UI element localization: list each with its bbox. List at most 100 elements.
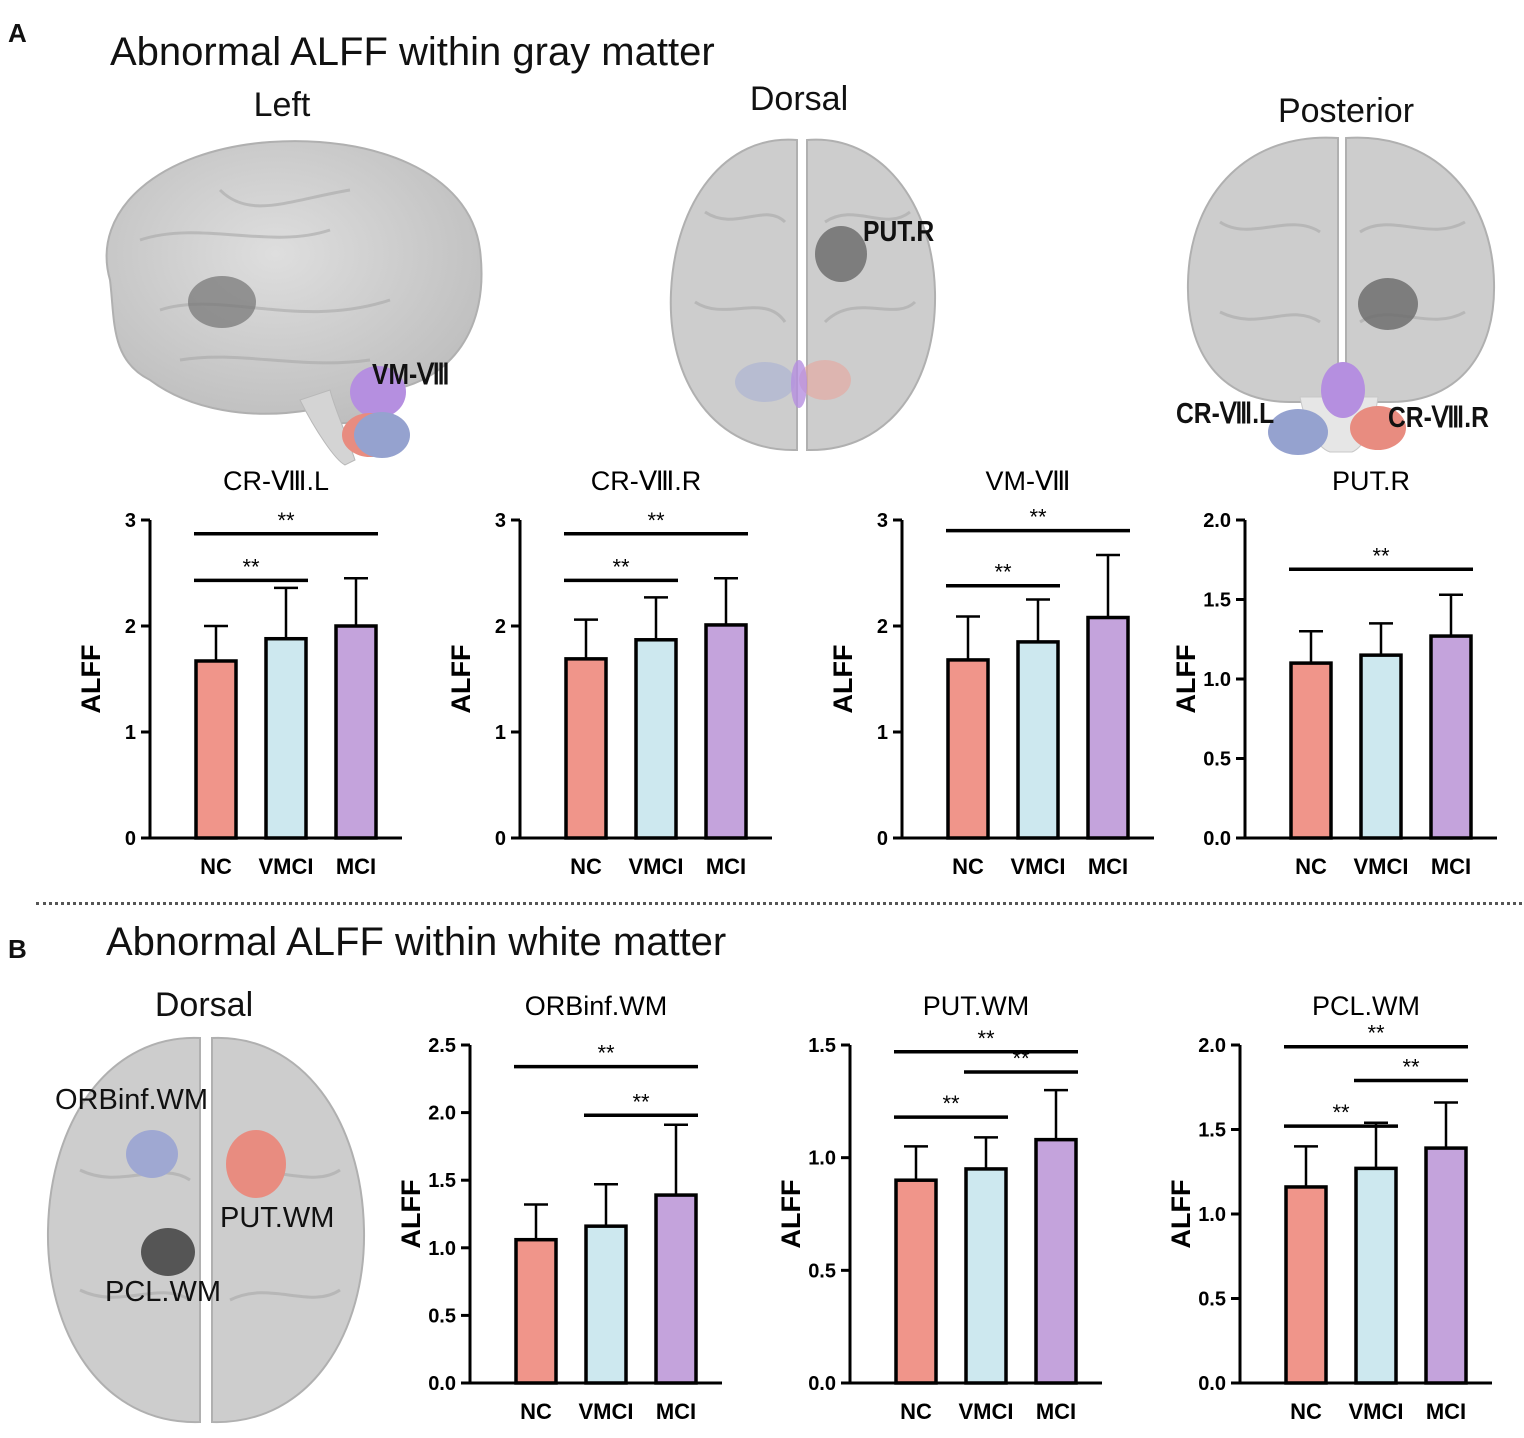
region-salmon-sphere-wm [226,1130,286,1198]
y-tick-label: 3 [125,510,136,532]
y-tick-label: 1.5 [1203,590,1231,612]
brain-dorsal-wm-view [46,1036,366,1424]
x-tick-label: VMCI [1354,854,1409,879]
significance-label: ** [977,1026,995,1051]
significance-label: ** [1012,1046,1030,1071]
region-blue-sphere-wm [126,1130,178,1178]
chart-title: CR-Ⅷ.L [223,466,329,496]
y-tick-label: 0.5 [1198,1289,1226,1311]
significance-label: ** [1372,543,1390,568]
bar-nc [894,1178,938,1385]
bar-vmci [584,1224,628,1385]
chart-title: VM-Ⅷ [985,466,1070,496]
x-tick-label: VMCI [629,854,684,879]
region-purple-sphere [350,366,406,418]
x-tick-label: MCI [706,854,746,879]
bar-mci [654,1193,698,1385]
bar-vmci [264,636,308,840]
region-purple-sphere-posterior [1321,362,1365,418]
x-tick-label: MCI [336,854,376,879]
x-tick-label: VMCI [1011,854,1066,879]
y-tick-label: 0 [495,828,506,850]
y-axis-label: ALFF [1166,1180,1196,1249]
x-tick-label: MCI [1431,854,1471,879]
y-tick-label: 1.0 [1198,1204,1226,1226]
bar-mci [704,623,748,840]
bar-nc [514,1237,558,1385]
x-tick-label: NC [900,1399,932,1424]
brain-label-cr-viii-l: CR-Ⅷ.L [1176,398,1275,430]
bar-mci [334,624,378,840]
x-tick-label: NC [1295,854,1327,879]
x-tick-label: NC [520,1399,552,1424]
x-tick-label: MCI [656,1399,696,1424]
bar-mci [1424,1146,1468,1385]
panel-letter-a: A [8,18,27,48]
bar-nc [1289,661,1333,840]
chart-title: PCL.WM [1312,991,1420,1021]
y-tick-label: 2.0 [428,1103,456,1125]
x-tick-label: MCI [1036,1399,1076,1424]
y-tick-label: 1.5 [1198,1120,1226,1142]
y-tick-label: 0.0 [428,1373,456,1395]
brain-label-vm-viii: VM-Ⅷ [372,359,450,391]
y-axis-label: ALFF [1171,645,1201,714]
region-gray-sphere-dorsal [815,226,867,282]
y-tick-label: 0 [125,828,136,850]
x-tick-label: NC [200,854,232,879]
brain-label-orbinf-wm: ORBinf.WM [55,1084,209,1116]
y-tick-label: 2.5 [428,1035,456,1057]
chart-title: PUT.R [1332,466,1410,496]
y-tick-label: 2.0 [1198,1035,1226,1057]
significance-label: ** [994,560,1012,585]
x-tick-label: MCI [1088,854,1128,879]
chart-title: ORBinf.WM [525,991,668,1021]
brain-label-cr-viii-r: CR-Ⅷ.R [1388,402,1489,434]
x-tick-label: VMCI [959,1399,1014,1424]
bar-vmci [1016,640,1060,840]
view-label-dorsal-wm: Dorsal [154,986,254,1024]
panel-letter-b: B [8,934,27,964]
y-tick-label: 0.5 [808,1260,836,1282]
bar-vmci [634,638,678,840]
significance-label: ** [632,1089,650,1114]
brain-label-put-wm: PUT.WM [220,1202,335,1234]
y-tick-label: 1 [877,722,888,744]
region-blue-sphere [354,412,410,458]
significance-label: ** [1332,1100,1350,1125]
y-tick-label: 2 [877,616,888,638]
panel-b-title: Abnormal ALFF within white matter [106,920,727,964]
y-tick-label: 0.0 [1203,828,1231,850]
y-tick-label: 1 [125,722,136,744]
section-divider [36,902,1522,905]
x-tick-label: VMCI [1349,1399,1404,1424]
bar-nc [1284,1185,1328,1385]
view-label-left: Left [253,86,311,124]
bar-mci [1034,1137,1078,1385]
region-blue-sphere-dorsal [735,362,795,402]
y-axis-label: ALFF [446,645,476,714]
y-tick-label: 1.0 [808,1148,836,1170]
x-tick-label: VMCI [579,1399,634,1424]
panel-a-title: Abnormal ALFF within gray matter [110,30,715,74]
y-axis-label: ALFF [76,645,106,714]
x-tick-label: NC [952,854,984,879]
bar-mci [1086,615,1130,840]
y-tick-label: 2.0 [1203,510,1231,532]
y-tick-label: 3 [877,510,888,532]
y-tick-label: 0 [877,828,888,850]
region-purple-sphere-dorsal [791,360,807,408]
region-gray-sphere-wm [141,1228,195,1276]
significance-label: ** [942,1091,960,1116]
region-blue-sphere-posterior [1268,409,1328,455]
y-axis-label: ALFF [828,645,858,714]
x-tick-label: NC [570,854,602,879]
y-tick-label: 1.5 [808,1035,836,1057]
brain-label-put-r: PUT.R [863,216,935,248]
region-salmon-sphere-posterior [1350,406,1406,450]
significance-label: ** [242,554,260,579]
